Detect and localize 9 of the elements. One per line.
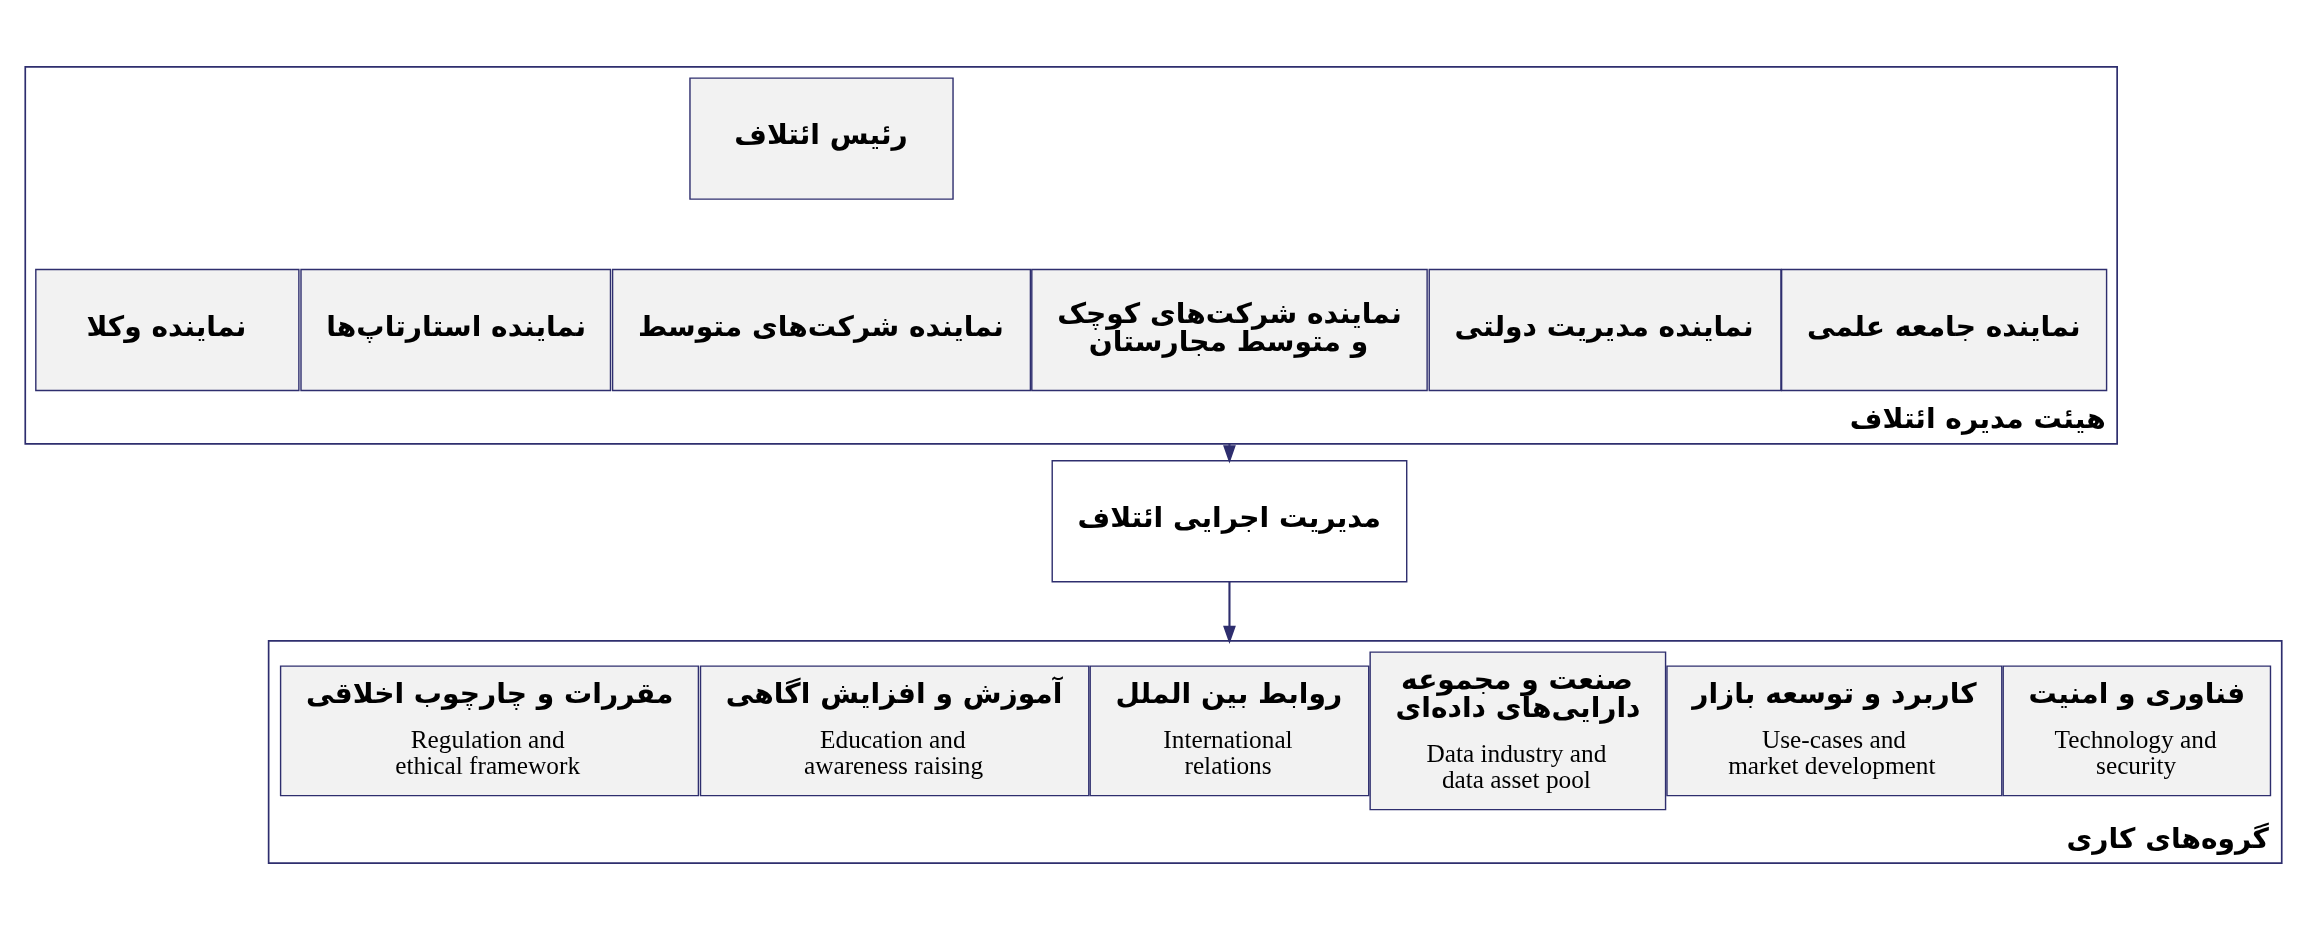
node-box: نماینده شرکت‌های کوچک و متوسط مجارستان <box>1031 268 1428 391</box>
node-box: نماینده شرکت‌های متوسط <box>611 268 1032 391</box>
node-box: رئیس ائتلاف <box>689 76 954 200</box>
node-box: نماینده استارتاپ‌ها <box>300 268 612 391</box>
arrow <box>1223 581 1236 644</box>
node-box: مدیریت اجرایی ائتلاف <box>1051 459 1408 582</box>
node-box: نماینده وکلا <box>35 268 300 391</box>
node-box: نماینده جامعه علمی <box>1780 268 2108 391</box>
node-box: نماینده مدیریت دولتی <box>1428 268 1782 391</box>
